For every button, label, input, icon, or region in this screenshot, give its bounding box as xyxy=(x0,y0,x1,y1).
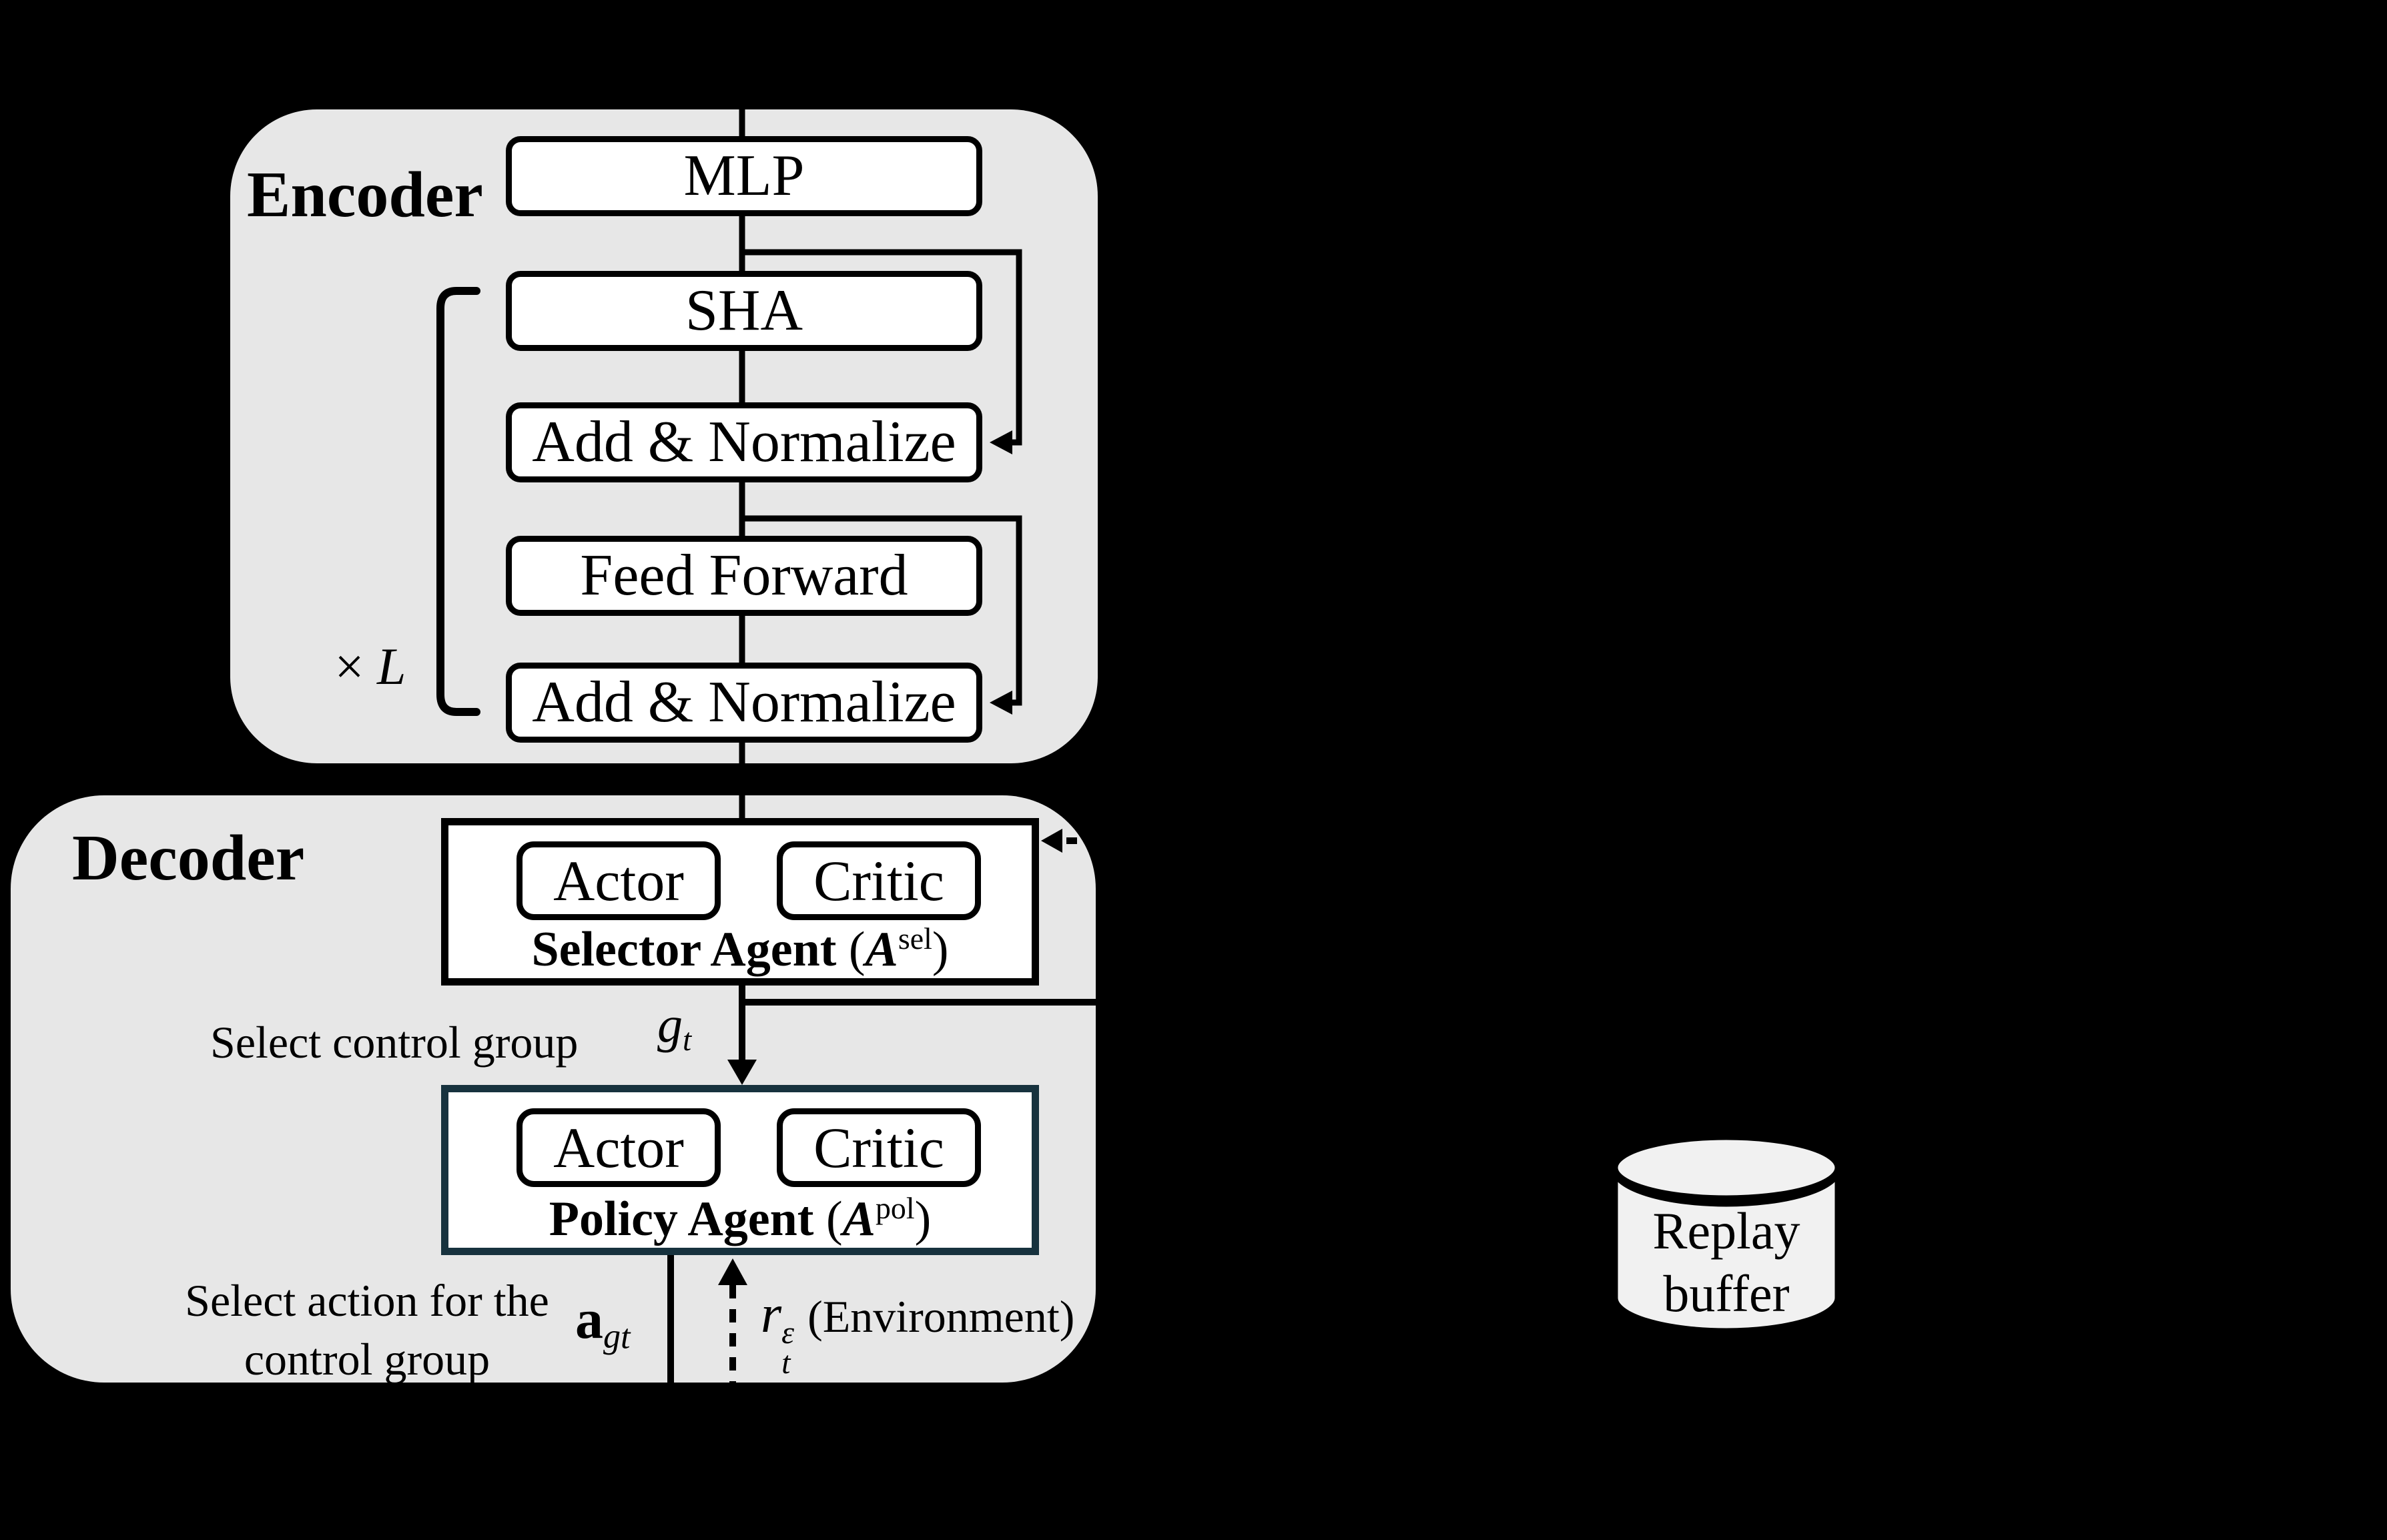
r-superscript: ε xyxy=(781,1314,795,1351)
selector-critic-label: Critic xyxy=(813,849,944,913)
selector-agent-symbol: A xyxy=(865,922,898,977)
feed-forward-box: Feed Forward xyxy=(506,536,982,616)
residual-arrowhead-2 xyxy=(990,691,1012,715)
mlp-box: MLP xyxy=(506,136,982,216)
g-symbol: g xyxy=(657,997,683,1053)
a-symbol: a xyxy=(575,1288,603,1351)
selector-agent-box: Actor Critic Selector Agent (Asel) xyxy=(441,818,1039,986)
gt-math-label: gt xyxy=(657,1000,691,1056)
environment-text: (Environment) xyxy=(807,1291,1075,1342)
replay-buffer-cylinder xyxy=(1610,1134,1842,1334)
policy-critic-box: Critic xyxy=(777,1108,981,1187)
reward-arrowhead xyxy=(718,1258,747,1285)
action-math-label: agt xyxy=(575,1292,631,1355)
r-symbol: r xyxy=(761,1285,782,1344)
a-subscript-g: g xyxy=(603,1317,621,1356)
selector-agent-superscript: sel xyxy=(898,921,932,955)
policy-actor-box: Actor xyxy=(517,1108,721,1187)
g-subscript: t xyxy=(683,1023,692,1058)
selector-caption-close: ) xyxy=(932,922,949,977)
select-action-line1: Select action for the xyxy=(185,1275,549,1326)
policy-actor-label: Actor xyxy=(553,1116,684,1180)
feed-forward-box-label: Feed Forward xyxy=(580,543,908,608)
r-subscript: t xyxy=(781,1345,791,1381)
policy-agent-caption: Policy Agent (Apol) xyxy=(448,1190,1032,1246)
selector-actor-label: Actor xyxy=(553,849,684,913)
gt-arrowhead xyxy=(727,1060,757,1085)
selector-feedback-arrowhead xyxy=(1041,829,1062,853)
encoder-label: Encoder xyxy=(247,159,483,231)
replay-buffer-line1: Replay xyxy=(1652,1202,1800,1260)
selector-critic-box: Critic xyxy=(777,841,981,920)
mlp-box-label: MLP xyxy=(683,143,805,208)
policy-agent-superscript: pol xyxy=(875,1190,915,1225)
policy-caption-close: ) xyxy=(914,1192,932,1246)
add-normalize-box-1-label: Add & Normalize xyxy=(532,410,956,474)
repeat-bracket xyxy=(436,287,480,716)
selector-caption-open: ( xyxy=(848,922,866,977)
select-control-group-label: Select control group xyxy=(210,1017,579,1068)
a-subscript-t: t xyxy=(621,1318,631,1357)
residual-arrowhead-1 xyxy=(990,430,1012,454)
select-action-label: Select action for the control group xyxy=(150,1271,584,1389)
repeat-count-symbol: L xyxy=(377,637,406,695)
policy-critic-label: Critic xyxy=(813,1116,944,1180)
cylinder-body xyxy=(1612,1168,1841,1334)
repeat-times-label: × L xyxy=(300,641,440,693)
policy-caption-open: ( xyxy=(825,1192,843,1246)
add-normalize-box-2-label: Add & Normalize xyxy=(532,670,956,735)
selector-agent-caption: Selector Agent (Asel) xyxy=(448,923,1032,974)
decoder-label: Decoder xyxy=(72,822,305,894)
add-normalize-box-1: Add & Normalize xyxy=(506,402,982,482)
replay-buffer-label: Replay buffer xyxy=(1615,1200,1838,1324)
selector-agent-name: Selector Agent xyxy=(531,922,837,977)
selector-actor-box: Actor xyxy=(517,841,721,920)
cylinder-top xyxy=(1612,1134,1841,1202)
sha-box-label: SHA xyxy=(685,278,803,343)
times-symbol: × xyxy=(334,637,364,695)
replay-buffer-line2: buffer xyxy=(1663,1264,1790,1322)
policy-agent-symbol: A xyxy=(842,1192,876,1246)
sha-box: SHA xyxy=(506,271,982,351)
policy-agent-box: Actor Critic Policy Agent (Apol) xyxy=(441,1085,1039,1255)
select-action-line2: control group xyxy=(244,1334,490,1385)
policy-agent-name: Policy Agent xyxy=(549,1192,814,1246)
add-normalize-box-2: Add & Normalize xyxy=(506,663,982,743)
